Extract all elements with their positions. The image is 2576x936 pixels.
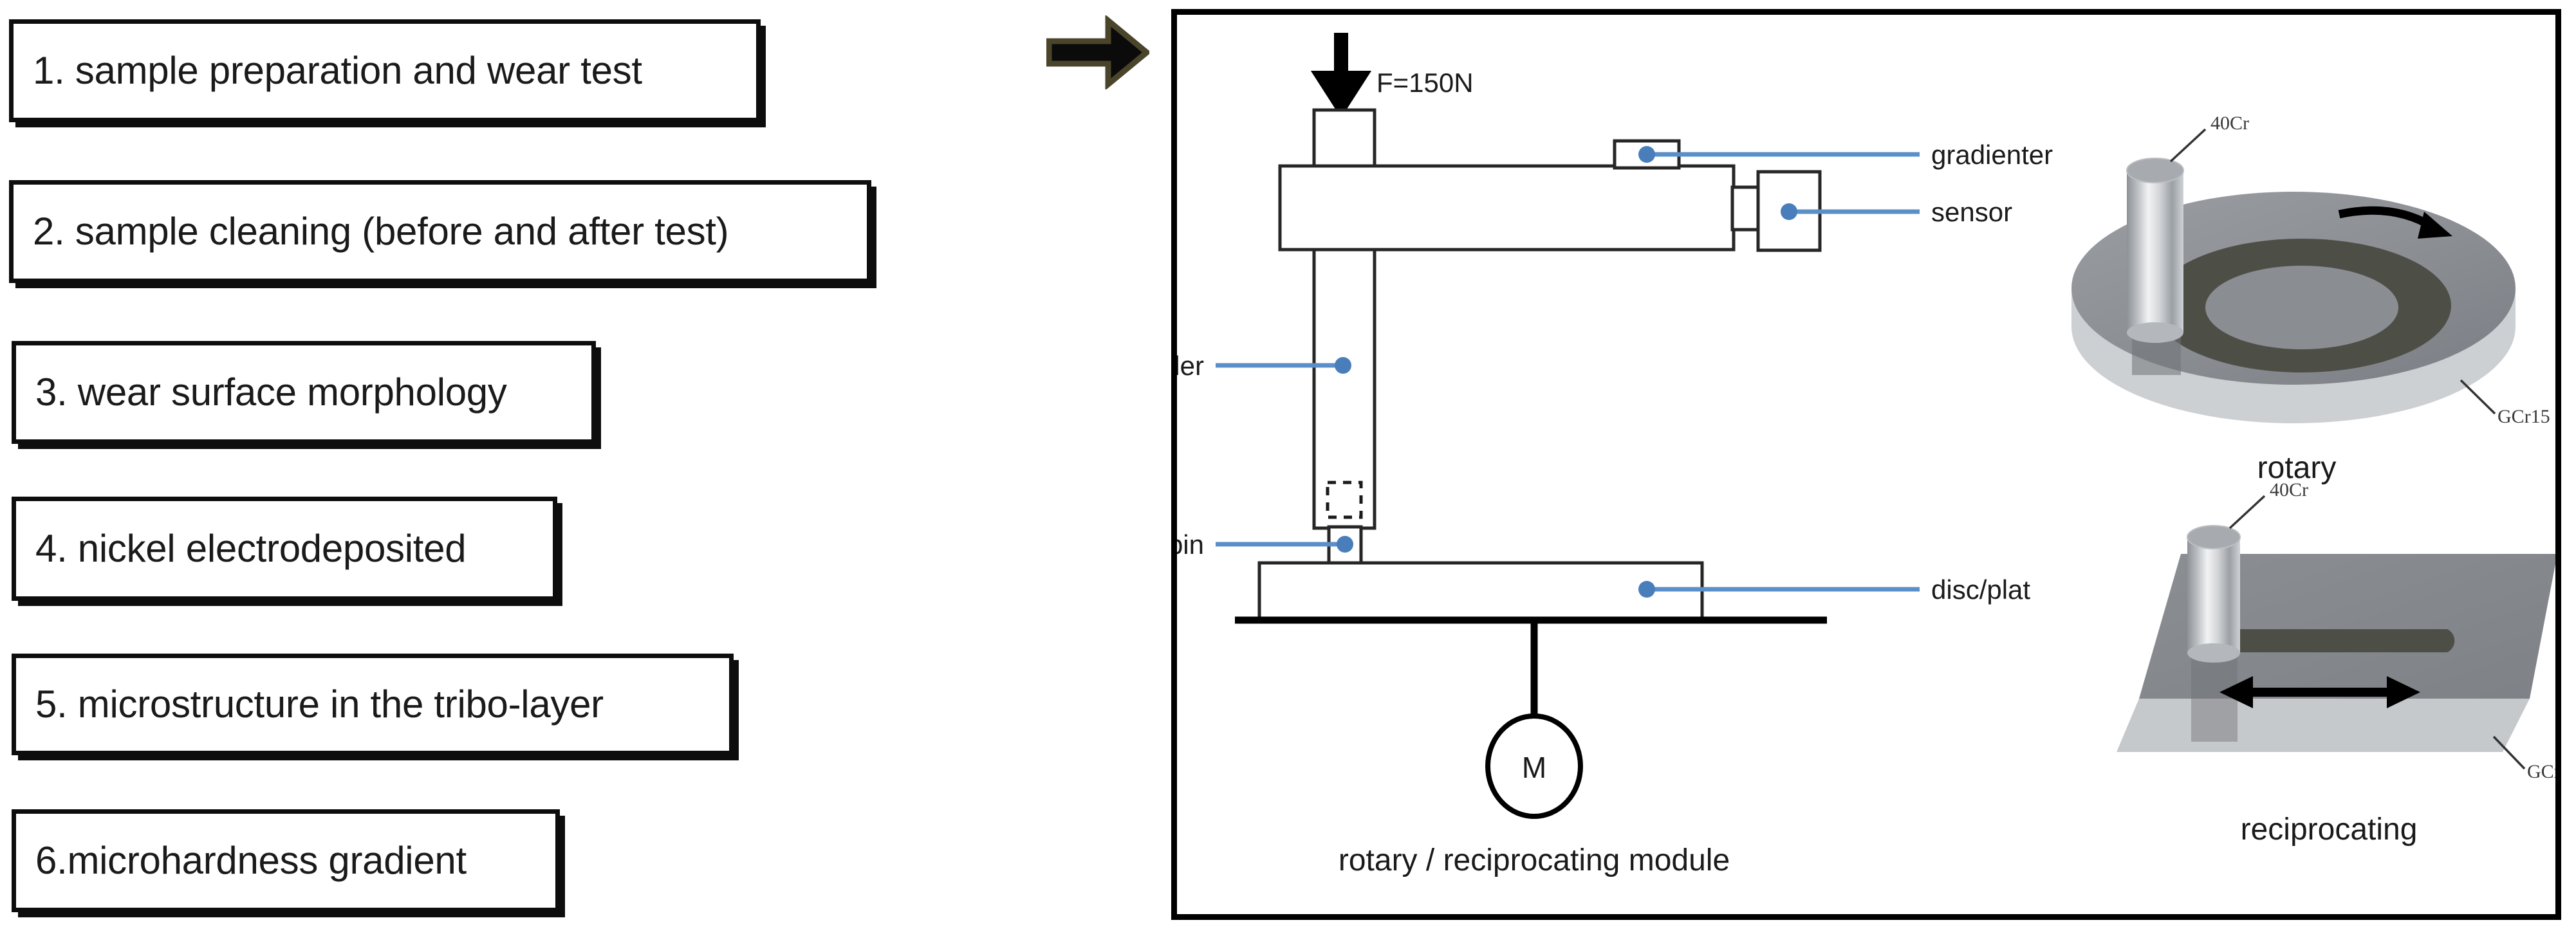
disc-platform — [1257, 561, 1704, 620]
recip-plate-top — [2139, 554, 2555, 699]
callout-dot-pin-holder — [1335, 357, 1351, 374]
recip-pin-material-leader — [2229, 495, 2266, 529]
callout-label-gradienter: gradienter — [1931, 140, 2053, 170]
callout-label-pin-holder: pin holder — [1177, 351, 1204, 381]
rotary-pin-body — [2127, 170, 2183, 333]
load-force-group: F=150N — [1310, 33, 1474, 118]
load-arm-beam — [1278, 164, 1736, 252]
step-label-3: 3. wear surface morphology — [35, 371, 507, 414]
rotary-pin-top-cap — [2126, 158, 2184, 183]
rotary-illustration: 40Cr GCr15 rotary — [2071, 113, 2550, 485]
step-label-6: 6.microhardness gradient — [35, 839, 467, 882]
step-label-2: 2. sample cleaning (before and after tes… — [33, 210, 729, 253]
reciprocating-illustration: 40Cr GCr15 reciprocating — [2117, 479, 2555, 847]
motor-symbol-label: M — [1522, 751, 1546, 784]
motor-symbol-circle — [1485, 713, 1583, 819]
apparatus-diagram-panel: F=150N M rotary / reciprocating module — [1171, 9, 2561, 920]
rotary-disc-material-leader — [2460, 379, 2496, 415]
rotation-arrow-head — [2418, 212, 2452, 239]
pin-socket-dashed — [1326, 481, 1363, 519]
step-box-1[interactable]: 1. sample preparation and wear test — [9, 19, 761, 122]
step-box-4[interactable]: 4. nickel electrodeposited — [12, 497, 557, 601]
callout-label-pin: pin — [1177, 529, 1204, 560]
step-label-4: 4. nickel electrodeposited — [35, 527, 467, 570]
process-step-list: 1. sample preparation and wear test 2. sa… — [0, 0, 1042, 936]
callout-disc-plat: disc/plat — [1638, 574, 2030, 605]
step-box-2[interactable]: 2. sample cleaning (before and after tes… — [9, 180, 871, 283]
recip-plate-material-label: GCr15 — [2527, 761, 2555, 782]
recip-wear-scar — [2207, 629, 2455, 652]
step-label-1: 1. sample preparation and wear test — [33, 49, 642, 92]
rotary-pin-bottom-cap — [2127, 322, 2183, 343]
callout-label-sensor: sensor — [1931, 197, 2012, 227]
reciprocating-caption: reciprocating — [2241, 812, 2418, 847]
rotary-caption: rotary — [2257, 451, 2337, 485]
step-label-5: 5. microstructure in the tribo-layer — [35, 683, 604, 726]
callout-pin: pin — [1177, 529, 1353, 560]
recip-plate-side — [2117, 699, 2530, 752]
callout-pin-holder: pin holder — [1177, 351, 1351, 381]
flow-arrow-icon — [1046, 14, 1152, 91]
callout-dot-disc-plat — [1638, 581, 1655, 598]
callout-gradienter: gradienter — [1638, 140, 2053, 170]
step-box-5[interactable]: 5. microstructure in the tribo-layer — [12, 654, 734, 755]
recip-pin-material-label: 40Cr — [2270, 479, 2308, 500]
module-caption: rotary / reciprocating module — [1339, 843, 1730, 877]
sensor-neck — [1730, 185, 1763, 232]
reciprocating-arrow-icon — [2219, 676, 2420, 708]
rotary-pin-material-label: 40Cr — [2210, 113, 2249, 134]
load-arrow-icon — [1310, 33, 1372, 118]
callout-label-disc-plat: disc/plat — [1931, 574, 2030, 605]
callout-dot-gradienter — [1638, 146, 1655, 163]
rotary-pin-material-leader — [2169, 128, 2207, 163]
step-box-3[interactable]: 3. wear surface morphology — [12, 341, 596, 444]
recip-plate-material-leader — [2492, 735, 2526, 770]
recip-pin-top-cap — [2187, 525, 2241, 549]
recip-pin-body — [2187, 537, 2240, 653]
callout-dot-pin — [1337, 536, 1353, 553]
flow-arrow — [1046, 14, 1152, 91]
callout-sensor: sensor — [1781, 197, 2012, 227]
rotary-disc-material-label: GCr15 — [2497, 406, 2550, 427]
step-box-6[interactable]: 6.microhardness gradient — [12, 809, 560, 912]
callout-dot-sensor — [1781, 203, 1797, 220]
recip-pin-bottom-cap — [2187, 643, 2240, 663]
rotary-wear-track-inner — [2205, 266, 2398, 349]
force-label: F=150N — [1376, 68, 1474, 98]
